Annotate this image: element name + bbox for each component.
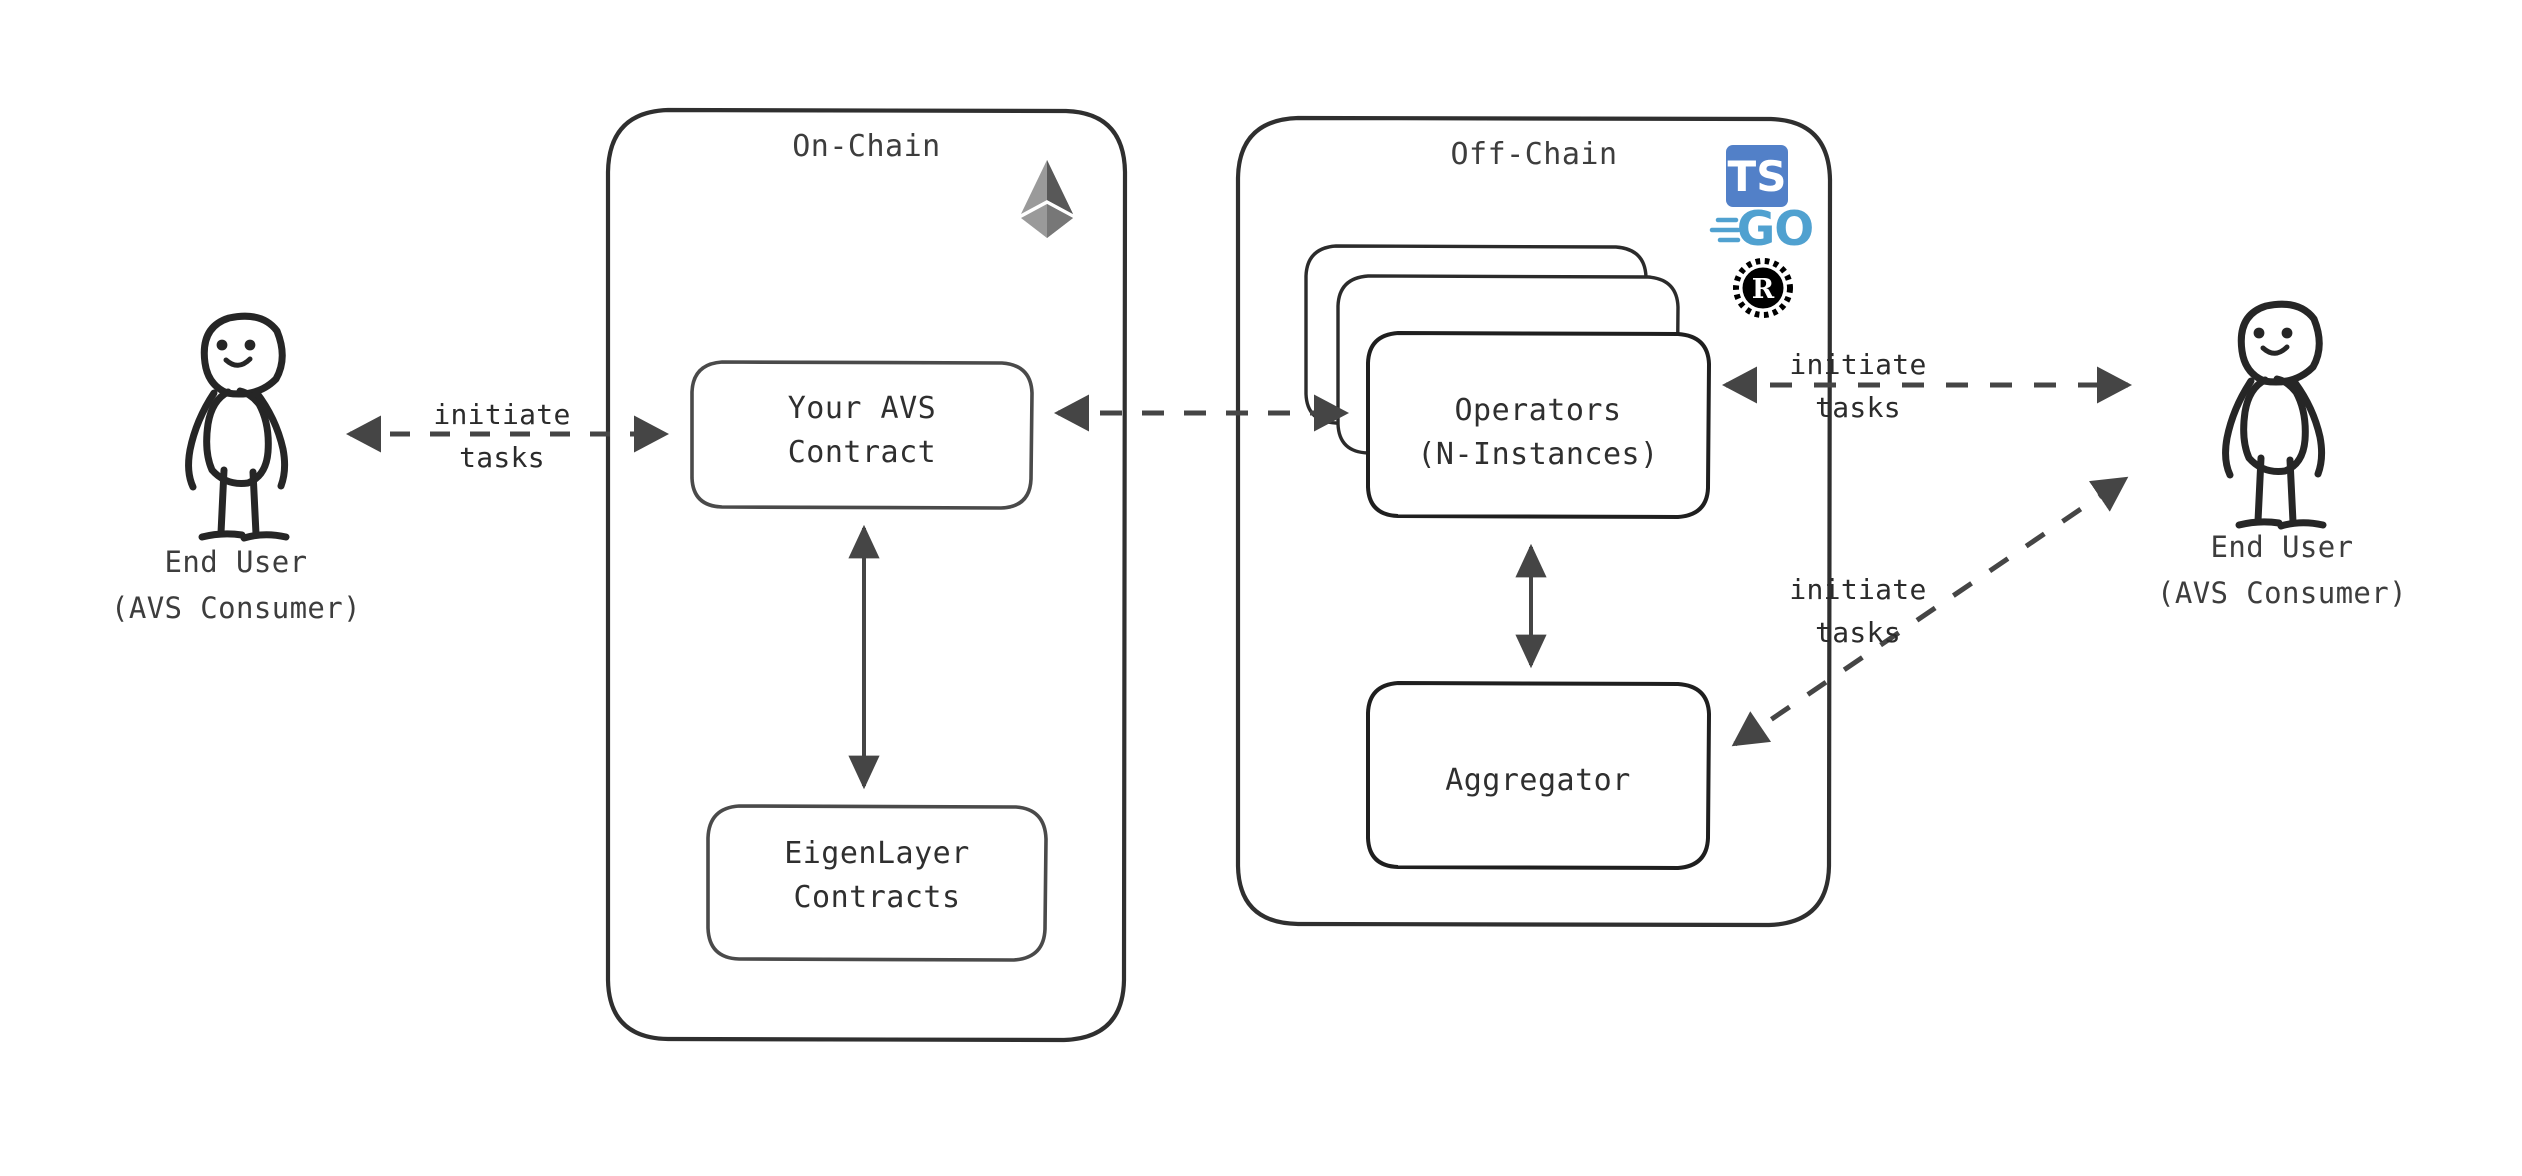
node-label-eigenlayer-contracts-line1: EigenLayer bbox=[784, 836, 970, 871]
node-label-operators-line1: Operators bbox=[1454, 393, 1622, 428]
actor-label-end-user-left-line1: End User bbox=[164, 545, 308, 579]
node-your-avs-contract[interactable] bbox=[690, 360, 1034, 510]
container-on-chain bbox=[605, 107, 1128, 1043]
actor-end-user-left bbox=[185, 312, 290, 542]
node-label-your-avs-contract-line2: Contract bbox=[787, 435, 937, 470]
svg-text:TS: TS bbox=[1728, 152, 1787, 201]
node-label-operators-line2: (N-Instances) bbox=[1417, 437, 1659, 472]
node-label-your-avs-contract-line1: Your AVS bbox=[787, 391, 937, 426]
edge-label-user-left-to-avs-contract-line2: tasks bbox=[459, 441, 545, 474]
node-label-eigenlayer-contracts-line2: Contracts bbox=[793, 880, 961, 915]
edge-label-operators-to-user-right-line1: initiate bbox=[1789, 348, 1927, 381]
container-off-chain bbox=[1235, 115, 1833, 928]
container-title-on-chain: On-Chain bbox=[792, 129, 941, 164]
svg-text:R: R bbox=[1752, 274, 1775, 305]
node-operators[interactable] bbox=[1366, 330, 1712, 520]
ethereum-logo bbox=[1021, 160, 1073, 238]
typescript-logo: TS bbox=[1726, 145, 1788, 207]
node-aggregator[interactable] bbox=[1366, 680, 1712, 871]
edge-label-operators-to-user-right-line2: tasks bbox=[1815, 391, 1901, 424]
actor-label-end-user-right-line2: (AVS Consumer) bbox=[2156, 576, 2408, 610]
rust-logo: R bbox=[1733, 258, 1793, 318]
edge-aggregator-to-user-right bbox=[1731, 476, 2129, 747]
go-logo: GO bbox=[1709, 202, 1814, 257]
svg-text:GO: GO bbox=[1737, 202, 1814, 257]
node-eigenlayer-contracts[interactable] bbox=[706, 804, 1048, 962]
edge-label-user-left-to-avs-contract-line1: initiate bbox=[433, 398, 571, 431]
edge-label-aggregator-to-user-right-line2: tasks bbox=[1815, 616, 1901, 649]
node-label-aggregator: Aggregator bbox=[1445, 763, 1631, 798]
actor-end-user-right bbox=[2222, 300, 2327, 530]
actor-label-end-user-right-line1: End User bbox=[2210, 530, 2354, 564]
container-title-off-chain: Off-Chain bbox=[1450, 137, 1618, 172]
actor-label-end-user-left-line2: (AVS Consumer) bbox=[110, 591, 362, 625]
edge-label-aggregator-to-user-right-line1: initiate bbox=[1789, 573, 1927, 606]
